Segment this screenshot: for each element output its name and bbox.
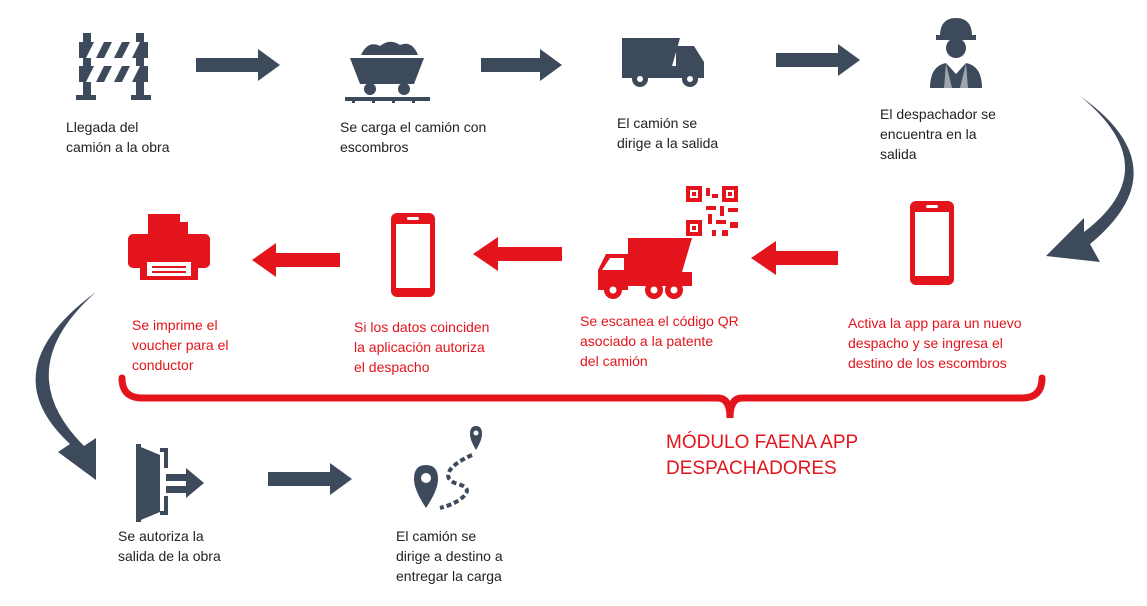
road-barrier-icon <box>76 33 151 100</box>
smartphone-icon <box>910 201 954 285</box>
step-label: Se carga el camión con escombros <box>340 119 487 155</box>
qr-code-icon <box>686 186 738 236</box>
step-label: El camión se dirige a la salida <box>617 115 719 151</box>
arrow-left-3 <box>252 243 340 277</box>
arrow-right-2 <box>481 49 562 81</box>
dump-truck-icon <box>622 38 704 87</box>
arrow-left-2 <box>473 237 562 271</box>
step-label: El despachador se encuentra en la salida <box>880 106 996 162</box>
arrow-right-4 <box>268 463 352 495</box>
arrow-left-1 <box>751 241 838 275</box>
module-title: MÓDULO FAENA APP DESPACHADORES <box>666 432 859 479</box>
step-label: Se imprime el voucher para el conductor <box>132 317 229 373</box>
construction-worker-icon <box>930 18 982 88</box>
red-dump-truck-icon <box>598 238 692 299</box>
smartphone-icon <box>391 213 435 297</box>
curve-arrow-left <box>35 292 96 480</box>
step-label: Se autoriza la salida de la obra <box>118 528 221 564</box>
printer-icon <box>128 214 210 280</box>
step-label: Llegada del camión a la obra <box>66 119 170 155</box>
step-label: Si los datos coinciden la aplicación aut… <box>354 319 490 375</box>
curve-arrow-right <box>1046 96 1134 262</box>
route-map-pin-icon <box>414 426 482 510</box>
step-label: Activa la app para un nuevo despacho y s… <box>848 315 1022 371</box>
step-label: El camión se dirige a destino a entregar… <box>396 528 503 584</box>
arrow-right-3 <box>776 44 860 76</box>
module-brace <box>118 374 1046 419</box>
mine-cart-icon <box>345 41 430 103</box>
arrow-right-1 <box>196 49 280 81</box>
step-label: Se escanea el código QR asociado a la pa… <box>580 313 739 369</box>
exit-door-icon <box>136 444 204 522</box>
